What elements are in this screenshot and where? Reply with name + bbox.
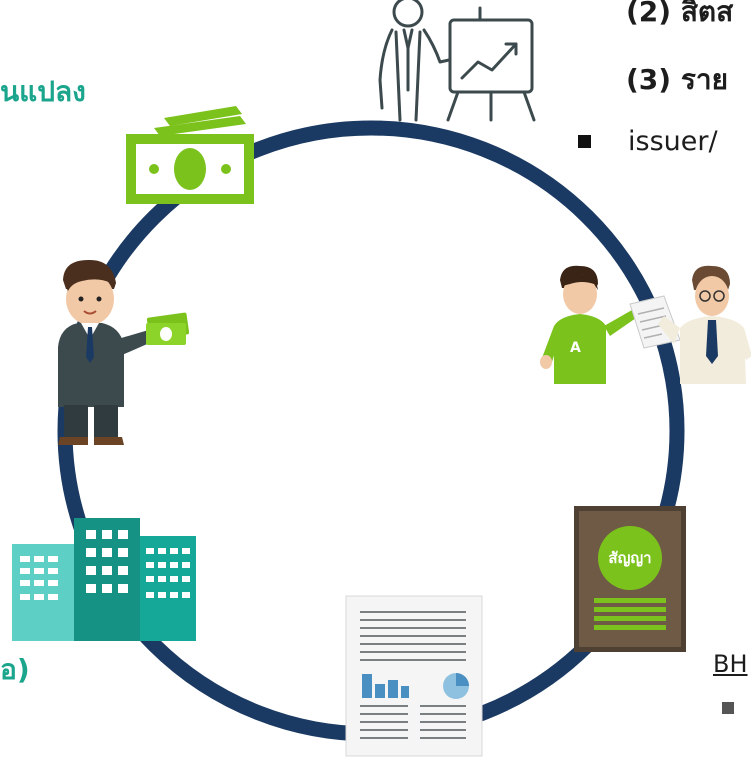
contract-icon: สัญญา: [574, 506, 686, 652]
left-top-text: นแปลง: [0, 75, 86, 108]
presenter-icon: [378, 0, 536, 122]
shirt-letter: A: [570, 340, 581, 356]
right-line-2: (3) ราย: [626, 63, 728, 96]
right-issuer-text: issuer/: [628, 126, 718, 157]
left-bottom-text: อ): [0, 653, 30, 686]
bullet-1: [578, 135, 591, 148]
bullet-2: [722, 702, 734, 714]
contract-label: สัญญา: [608, 549, 651, 567]
businessman-icon: [58, 259, 190, 445]
right-line-1: (2) สิตส: [626, 0, 734, 28]
right-bottom-link[interactable]: BH: [713, 650, 748, 678]
handshake-icon: A: [540, 265, 751, 384]
building-icon: [12, 518, 196, 641]
report-icon: [345, 595, 483, 757]
money-icon: [126, 106, 254, 204]
